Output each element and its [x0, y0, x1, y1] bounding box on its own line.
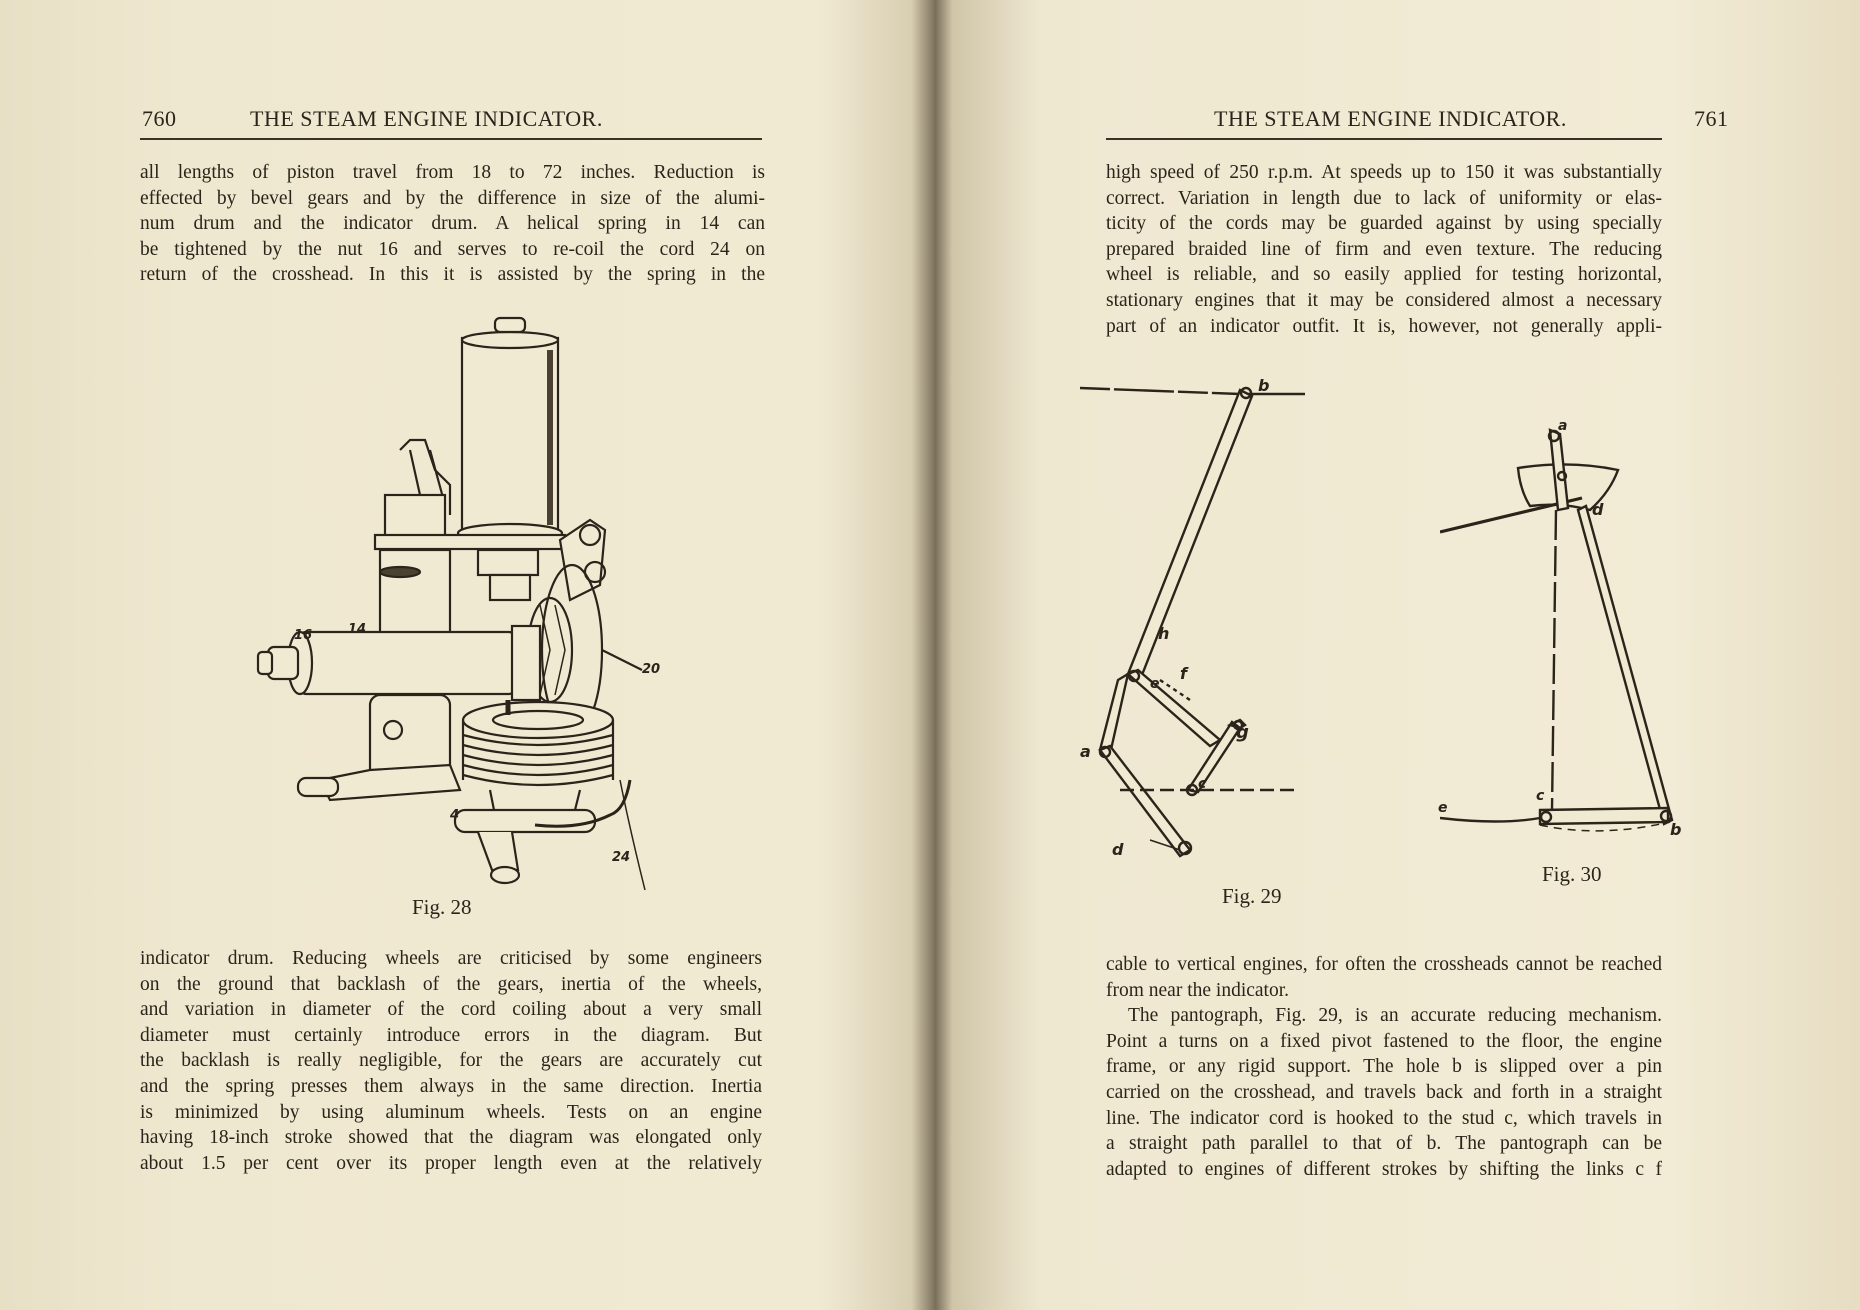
text-line: about 1.5 per cent over its proper lengt… [140, 1152, 762, 1174]
right-bottom-paragraph: cable to vertical engines, for often the… [1106, 952, 1662, 1182]
text-line: having 18-inch stroke showed that the di… [140, 1127, 762, 1149]
text-line: effected by bevel gears and by the diffe… [140, 187, 765, 209]
page-number-left: 760 [142, 106, 177, 131]
text-line: all lengths of piston travel from 18 to … [140, 162, 765, 183]
callout-20: 20 [642, 662, 661, 677]
figure-28-reducing-wheel: 16 14 20 4 24 [250, 310, 680, 900]
text-line: correct. Variation in length due to lack… [1106, 187, 1662, 209]
text-line: line. The indicator cord is hooked to th… [1106, 1107, 1662, 1129]
fig29-label-a: a [1080, 742, 1091, 761]
text-line: num drum and the indicator drum. A helic… [140, 213, 765, 235]
fig30-label-c: c [1536, 788, 1545, 804]
text-line: diameter must certainly introduce errors… [140, 1024, 762, 1046]
text-line: indicator drum. Reducing wheels are crit… [140, 948, 762, 969]
fig30-label-a: a [1558, 418, 1568, 434]
page-number-right: 761 [1694, 106, 1729, 131]
fig29-label-b: b [1258, 376, 1270, 395]
text-line: carried on the crosshead, and travels ba… [1106, 1081, 1662, 1103]
text-line: ticity of the cords may be guarded again… [1106, 213, 1662, 235]
running-head-right: THE STEAM ENGINE INDICATOR. [1214, 106, 1567, 131]
text-line: wheel is reliable, and so easily applied… [1106, 264, 1662, 286]
fig29-label-g: g [1236, 722, 1249, 743]
right-top-paragraph: high speed of 250 r.p.m. At speeds up to… [1106, 160, 1662, 339]
right-page: THE STEAM ENGINE INDICATOR. 761 high spe… [930, 0, 1860, 1310]
callout-14: 14 [348, 622, 367, 637]
fig30-label-e: e [1438, 800, 1448, 816]
left-page: 760 THE STEAM ENGINE INDICATOR. all leng… [140, 106, 765, 1176]
fig29-label-d: d [1112, 840, 1124, 859]
text-line: return of the crosshead. In this it is a… [140, 264, 765, 286]
fig30-label-d: d [1592, 500, 1604, 519]
fig29-label-e: e [1150, 676, 1160, 692]
text-line: prepared braided line of firm and even t… [1106, 238, 1662, 260]
callout-4: 4 [450, 808, 460, 823]
fig30-label-b: b [1670, 820, 1682, 839]
figure-30-lever: a d c b e [1438, 418, 1682, 860]
header-rule-right [1106, 138, 1662, 140]
text-line: stationary engines that it may be consid… [1106, 289, 1662, 311]
figure-29-caption: Fig. 29 [1222, 884, 1282, 908]
left-bottom-paragraph: indicator drum. Reducing wheels are crit… [140, 946, 762, 1176]
figure-29-pantograph: b h f e a g c d [1080, 376, 1380, 900]
fig29-label-h: h [1158, 624, 1170, 643]
text-line: high speed of 250 r.p.m. At speeds up to… [1106, 162, 1662, 183]
text-line: frame, or any rigid support. The hole b … [1106, 1056, 1662, 1078]
fig29-label-f: f [1180, 664, 1187, 683]
text-line: the backlash is really negligible, for t… [140, 1050, 762, 1072]
text-line: be tightened by the nut 16 and serves to… [140, 238, 765, 260]
text-line: is minimized by using aluminum wheels. T… [140, 1101, 762, 1123]
text-line: a straight path parallel to that of b. T… [1106, 1133, 1662, 1155]
figure-28-caption: Fig. 28 [412, 895, 472, 919]
fig29-label-c: c [1198, 776, 1207, 792]
figure-30-caption: Fig. 30 [1542, 862, 1602, 886]
text-line: cable to vertical engines, for often the… [1106, 954, 1662, 975]
text-line: from near the indicator. [1106, 979, 1290, 1001]
left-top-paragraph: all lengths of piston travel from 18 to … [140, 160, 765, 288]
text-line: part of an indicator outfit. It is, howe… [1106, 315, 1662, 337]
callout-16: 16 [294, 628, 313, 643]
callout-24: 24 [612, 850, 631, 865]
text-line: The pantograph, Fig. 29, is an accurate … [1128, 1005, 1662, 1027]
text-line: and the spring presses them always in th… [140, 1075, 762, 1097]
text-line: and variation in diameter of the cord co… [140, 999, 762, 1021]
text-line: adapted to engines of different strokes … [1106, 1158, 1662, 1180]
text-line: Point a turns on a fixed pivot fastened … [1106, 1030, 1662, 1052]
text-line: on the ground that backlash of the gears… [140, 973, 762, 995]
header-rule-left [140, 138, 762, 140]
running-head-left: THE STEAM ENGINE INDICATOR. [250, 106, 603, 131]
